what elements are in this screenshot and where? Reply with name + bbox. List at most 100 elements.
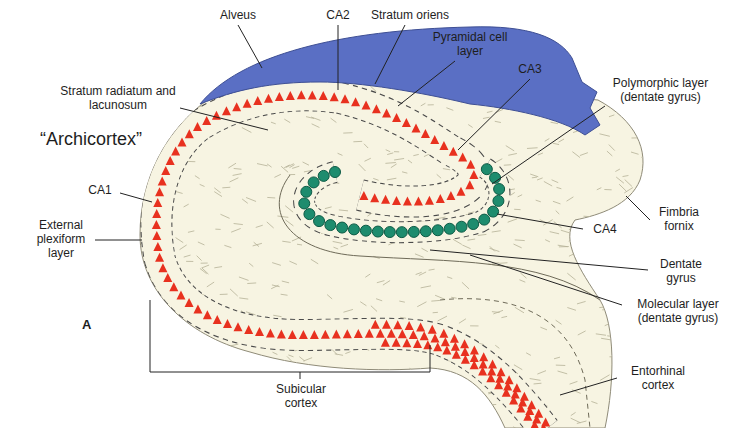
fiber-stroke [451, 297, 456, 298]
fiber-stroke [198, 85, 208, 88]
granule-cell [314, 216, 325, 227]
pyramidal-cell [177, 138, 186, 147]
pyramidal-cell [458, 152, 467, 161]
fiber-stroke [462, 282, 469, 289]
fiber-stroke [273, 315, 281, 316]
fiber-stroke [246, 198, 256, 202]
fiber-stroke [470, 325, 478, 326]
fiber-stroke [230, 344, 238, 346]
fiber-stroke [200, 184, 205, 186]
fiber-stroke [172, 340, 178, 342]
pyramidal-cell [234, 322, 243, 331]
fiber-stroke [508, 153, 517, 155]
fiber-stroke [609, 239, 614, 240]
granule-cells [299, 164, 505, 238]
fiber-stroke [553, 143, 559, 144]
pyramidal-cell [421, 129, 430, 138]
fiber-stroke [283, 418, 288, 420]
pyramidal-cell [403, 197, 412, 206]
fiber-stroke [468, 212, 474, 213]
fiber-stroke [335, 394, 344, 399]
fiber-stroke [492, 231, 501, 232]
pyramidal-cell [433, 342, 442, 351]
pyramidal-cell [202, 116, 211, 125]
fiber-stroke [487, 111, 493, 112]
fiber-stroke [153, 154, 160, 155]
fiber-stroke [609, 115, 614, 117]
fiber-stroke [271, 285, 278, 289]
pyramidal-cell [420, 331, 429, 340]
pyramidal-cell [185, 129, 194, 138]
granule-cell [420, 226, 431, 237]
panel-letter: A [82, 318, 102, 332]
pyramidal-cell [308, 90, 317, 99]
pyramidal-guide [156, 95, 545, 428]
leader-lines [95, 25, 650, 395]
fiber-stroke [271, 122, 276, 124]
fiber-stroke [490, 246, 495, 251]
fiber-stroke [553, 201, 561, 204]
fiber-stroke [289, 261, 296, 264]
pyramidal-cell [371, 320, 380, 329]
granule-cell [396, 227, 407, 238]
pyramidal-cell [158, 177, 167, 186]
fiber-stroke [465, 414, 471, 416]
fiber-stroke [197, 256, 202, 261]
fiber-stroke [619, 352, 630, 353]
pyramidal-cell [423, 340, 432, 349]
fiber-stroke [176, 238, 184, 243]
fiber-stroke [554, 357, 560, 359]
fiber-stroke [429, 269, 435, 270]
fiber-stroke [267, 164, 271, 167]
fiber-stroke [551, 122, 558, 123]
fiber-stroke [364, 158, 370, 161]
fiber-stroke [537, 178, 543, 180]
fiber-stroke [519, 280, 525, 282]
fiber-stroke [435, 409, 443, 415]
fiber-stroke [438, 405, 445, 410]
fiber-stroke [448, 417, 454, 420]
fiber-stroke [483, 117, 490, 118]
subicular-bracket [150, 300, 430, 372]
fiber-stroke [421, 103, 426, 106]
pyramidal-layer-fill [156, 95, 545, 428]
fiber-stroke [272, 263, 281, 266]
fiber-stroke [200, 342, 207, 346]
fiber-stroke [399, 301, 405, 302]
fiber-stroke [627, 348, 635, 352]
fiber-stroke [646, 241, 652, 244]
fiber-stroke [153, 374, 163, 375]
fiber-stroke [186, 261, 193, 262]
granule-cell [493, 195, 504, 206]
fiber-stroke [311, 259, 318, 264]
fiber-stroke [530, 174, 538, 177]
fiber-stroke [247, 282, 256, 284]
pyramidal-cell [310, 330, 319, 339]
fiber-stroke [212, 373, 219, 376]
pyramidal-cell [161, 166, 170, 175]
fiber-stroke [387, 153, 393, 155]
fiber-stroke [616, 177, 624, 183]
region-label: CA1 [80, 183, 120, 197]
layer-label: Pyramidal cell layer [430, 30, 510, 58]
fiber-stroke [433, 312, 438, 313]
fiber-stroke [419, 272, 426, 276]
fiber-stroke [202, 368, 207, 371]
fiber-stroke [499, 262, 507, 264]
pyramidal-cell [275, 92, 284, 101]
granule-cell [301, 186, 312, 197]
fiber-stroke [443, 169, 450, 170]
fiber-stroke [514, 209, 520, 210]
fiber-stroke [377, 384, 381, 388]
fiber-stroke [353, 400, 360, 402]
fiber-stroke [506, 146, 514, 151]
fiber-stroke [584, 216, 592, 218]
pyramidal-cell [439, 141, 448, 150]
fiber-stroke [599, 134, 609, 137]
fiber-stroke [386, 150, 391, 152]
fiber-stroke [371, 417, 376, 420]
fiber-stroke [567, 308, 576, 311]
region-label: Entorhinal cortex [618, 364, 698, 392]
